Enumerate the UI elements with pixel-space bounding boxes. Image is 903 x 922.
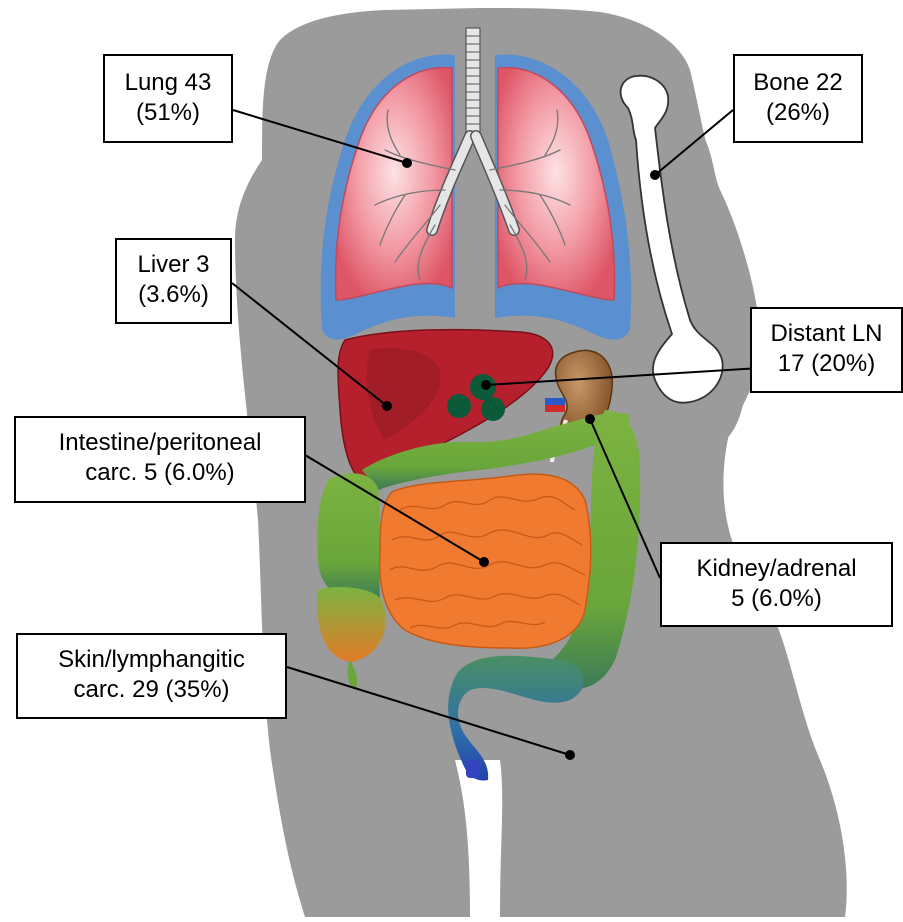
callout-lung: Lung 43 (51%): [103, 54, 233, 143]
callout-intestine-line1: Intestine/peritoneal: [24, 428, 296, 458]
leader-dot-skin: [565, 750, 575, 760]
callout-liver: Liver 3 (3.6%): [115, 238, 232, 324]
callout-skin-line1: Skin/lymphangitic: [26, 645, 277, 675]
leader-dot-liver: [382, 401, 392, 411]
ascending-colon: [317, 473, 380, 601]
callout-bone-line2: (26%): [743, 98, 853, 128]
renal-vessel-red: [545, 405, 565, 412]
leader-dot-bone: [650, 170, 660, 180]
lymph-node-3: [481, 397, 505, 421]
renal-vessel-blue: [545, 398, 565, 405]
callout-kidney-line1: Kidney/adrenal: [670, 554, 883, 584]
callout-lung-line2: (51%): [113, 98, 223, 128]
callout-lung-line1: Lung 43: [113, 68, 223, 98]
lymph-node-2: [447, 394, 471, 418]
callout-intestine: Intestine/peritoneal carc. 5 (6.0%): [14, 416, 306, 503]
callout-kidney-line2: 5 (6.0%): [670, 584, 883, 614]
callout-kidney: Kidney/adrenal 5 (6.0%): [660, 542, 893, 627]
leader-dot-ln: [481, 380, 491, 390]
callout-distant-ln-line1: Distant LN: [760, 319, 893, 349]
callout-liver-line2: (3.6%): [125, 280, 222, 310]
callout-distant-ln: Distant LN 17 (20%): [750, 307, 903, 393]
bladder-tip: [466, 760, 480, 778]
callout-intestine-line2: carc. 5 (6.0%): [24, 458, 296, 488]
callout-liver-line1: Liver 3: [125, 250, 222, 280]
leader-dot-lung: [402, 158, 412, 168]
leader-dot-kidney: [585, 414, 595, 424]
callout-bone: Bone 22 (26%): [733, 54, 863, 143]
callout-bone-line1: Bone 22: [743, 68, 853, 98]
callout-distant-ln-line2: 17 (20%): [760, 349, 893, 379]
callout-skin-line2: carc. 29 (35%): [26, 675, 277, 705]
callout-skin: Skin/lymphangitic carc. 29 (35%): [16, 633, 287, 719]
leader-dot-intestine: [479, 557, 489, 567]
